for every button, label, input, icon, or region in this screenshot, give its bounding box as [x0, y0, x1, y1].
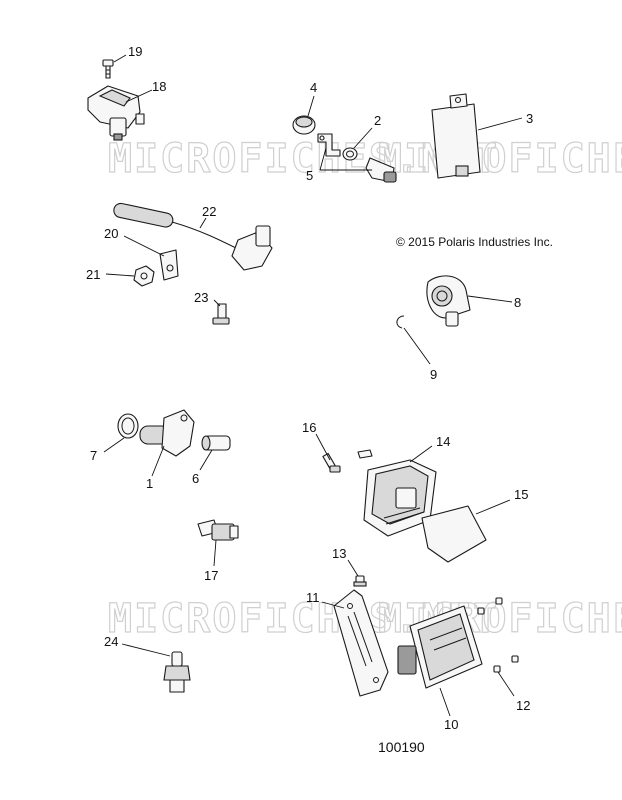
callout-5: 5 — [306, 168, 313, 183]
copyright-notice: © 2015 Polaris Industries Inc. — [396, 235, 553, 249]
callout-22: 22 — [202, 204, 216, 219]
callout-13: 13 — [332, 546, 346, 561]
part-10-ecu-module — [397, 605, 483, 689]
callout-17: 17 — [204, 568, 218, 583]
callout-12: 12 — [516, 698, 530, 713]
leader-10 — [439, 687, 451, 717]
callout-6: 6 — [192, 471, 199, 486]
leader-20 — [123, 235, 165, 257]
callout-1: 1 — [146, 476, 153, 491]
watermark-top: MICROFICHES.NET — [108, 136, 499, 182]
leader-14 — [409, 445, 433, 463]
callout-19: 19 — [128, 44, 142, 59]
part-19-screw — [102, 59, 114, 79]
callout-4: 4 — [310, 80, 317, 95]
leader-3 — [477, 117, 523, 131]
callout-8: 8 — [514, 295, 521, 310]
leader-21 — [105, 273, 135, 277]
part-21-flange-nut — [133, 265, 155, 287]
leader-18 — [125, 89, 153, 103]
callout-2: 2 — [374, 113, 381, 128]
part-16-bolt — [322, 449, 373, 473]
callout-18: 18 — [152, 79, 166, 94]
leader-2 — [353, 127, 373, 149]
callout-15: 15 — [514, 487, 528, 502]
callout-16: 16 — [302, 420, 316, 435]
part-13-screw — [353, 575, 367, 587]
leader-24 — [121, 643, 171, 657]
leader-8 — [467, 295, 513, 303]
callout-23: 23 — [194, 290, 208, 305]
callout-3: 3 — [526, 111, 533, 126]
part-2-o-ring — [342, 147, 358, 161]
part-8-knock-sensor — [426, 275, 471, 327]
part-15-gasket — [421, 505, 487, 563]
document-number: 100190 — [378, 739, 425, 755]
callout-9: 9 — [430, 367, 437, 382]
part-7-o-ring — [117, 413, 139, 439]
part-20-clip — [159, 249, 179, 281]
callout-24: 24 — [104, 634, 118, 649]
callout-20: 20 — [104, 226, 118, 241]
part-22-speed-sensor — [113, 202, 273, 271]
part-24-pressure-switch — [163, 651, 191, 693]
leader-12 — [497, 671, 515, 697]
leader-16 — [315, 433, 331, 461]
part-1-cam-sensor — [139, 409, 195, 457]
callout-7: 7 — [90, 448, 97, 463]
leader-5a — [319, 147, 327, 171]
part-23-bolt — [212, 303, 230, 325]
part-12-screws — [477, 597, 519, 673]
part-4-cap — [292, 115, 316, 135]
callout-21: 21 — [86, 267, 100, 282]
leader-15 — [475, 499, 511, 515]
leader-23 — [213, 299, 221, 307]
part-5-sensor-assembly — [317, 133, 397, 183]
part-6-sleeve — [201, 435, 231, 451]
callout-10: 10 — [444, 717, 458, 732]
part-9-clip-ring — [396, 315, 405, 329]
leader-1 — [151, 445, 165, 477]
part-14-ecu-housing — [363, 459, 437, 537]
part-18-map-sensor — [87, 85, 145, 141]
leader-13 — [347, 559, 359, 577]
callout-14: 14 — [436, 434, 450, 449]
part-17-temp-sensor — [197, 519, 239, 541]
part-3-relay-module — [431, 93, 481, 179]
leader-19 — [113, 54, 127, 63]
leader-17 — [213, 539, 217, 567]
callout-11: 11 — [306, 590, 320, 605]
leader-11 — [321, 601, 345, 609]
leader-7 — [103, 437, 125, 453]
leader-9 — [403, 327, 431, 365]
part-11-bracket — [333, 589, 389, 697]
watermark-top-right: MICROFICHES.NET — [378, 136, 622, 182]
leader-4 — [307, 95, 315, 117]
leader-22 — [199, 217, 207, 229]
leader-6 — [199, 449, 213, 471]
